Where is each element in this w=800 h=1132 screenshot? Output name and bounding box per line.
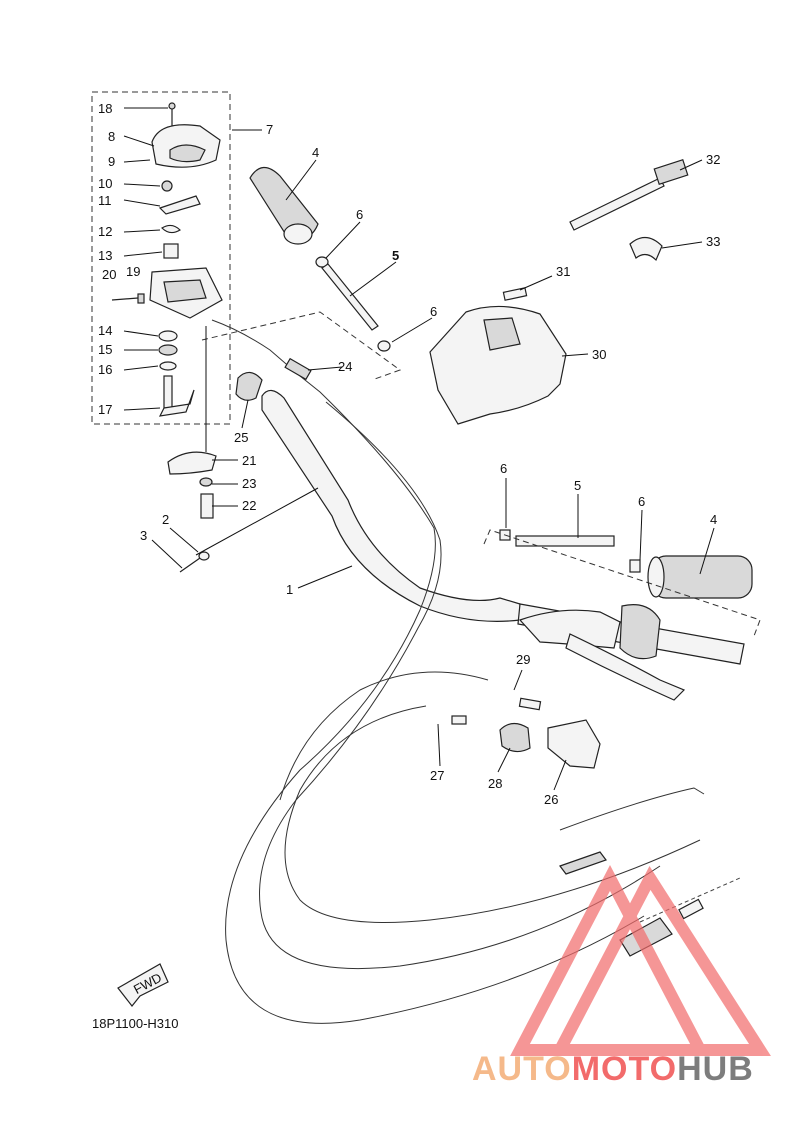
handlebar [261, 389, 745, 665]
diagram-code: 18P1100-H310 [92, 1016, 179, 1031]
callout-24: 24 [338, 359, 352, 374]
watermark-logo-icon [510, 865, 771, 1056]
handlebar-cover [429, 287, 567, 425]
callout-8: 8 [108, 129, 115, 144]
callout-6a: 6 [356, 207, 363, 222]
callout-23: 23 [242, 476, 256, 491]
callout-20: 20 [102, 267, 116, 282]
right-grip [647, 555, 753, 599]
bolt-and-collar [179, 551, 210, 573]
callout-4b: 4 [710, 512, 717, 527]
callout-11: 11 [98, 193, 112, 208]
right-switch-and-lever [518, 604, 686, 701]
cable-clip [629, 236, 663, 262]
callout-15: 15 [98, 342, 112, 357]
switch-clamp-parts [167, 371, 263, 519]
callout-labels: 18 8 9 10 11 12 13 20 19 14 15 16 17 7 4… [98, 101, 720, 997]
callout-6d: 6 [638, 494, 645, 509]
callout-4: 4 [312, 145, 319, 160]
callout-31: 31 [556, 264, 570, 279]
callout-3: 3 [140, 528, 147, 543]
cable-tie [569, 159, 689, 231]
dashed-leaders [195, 311, 402, 556]
right-grip-guide [499, 529, 641, 573]
callout-22: 22 [242, 498, 256, 513]
callout-6b: 6 [430, 304, 437, 319]
callout-30: 30 [592, 347, 606, 362]
callout-27: 27 [430, 768, 444, 783]
callout-9: 9 [108, 154, 115, 169]
watermark-text: AUTOMOTOHUB [472, 1050, 754, 1089]
left-grip-guide [315, 256, 391, 352]
callout-33: 33 [706, 234, 720, 249]
callout-13: 13 [98, 248, 112, 263]
cable-end-parts [284, 357, 704, 957]
callout-5b: 5 [574, 478, 581, 493]
cables [211, 319, 741, 1024]
callout-32: 32 [706, 152, 720, 167]
callout-17: 17 [98, 402, 112, 417]
callout-14: 14 [98, 323, 112, 338]
callout-5: 5 [392, 248, 399, 263]
callout-2: 2 [162, 512, 169, 527]
callout-28: 28 [488, 776, 502, 791]
callout-18: 18 [98, 101, 112, 116]
callout-26: 26 [544, 792, 558, 807]
watermark-part-2: MOTO [571, 1050, 678, 1088]
switch-assembly-parts [111, 102, 223, 417]
watermark-part-1: AUTO [472, 1050, 572, 1088]
fwd-label: FWD [131, 970, 164, 997]
callout-1: 1 [286, 582, 293, 597]
fwd-arrow-icon [117, 963, 169, 1007]
watermark-part-3: HUB [677, 1050, 754, 1088]
callout-21: 21 [242, 453, 256, 468]
callout-7: 7 [266, 122, 273, 137]
switch-assembly-group-box [91, 91, 231, 425]
callout-6c: 6 [500, 461, 507, 476]
callout-leaders [123, 107, 715, 791]
callout-25: 25 [234, 430, 248, 445]
callout-10: 10 [98, 176, 112, 191]
callout-19: 19 [126, 264, 140, 279]
callout-12: 12 [98, 224, 112, 239]
callout-16: 16 [98, 362, 112, 377]
callout-29: 29 [516, 652, 530, 667]
left-grip [249, 166, 319, 245]
